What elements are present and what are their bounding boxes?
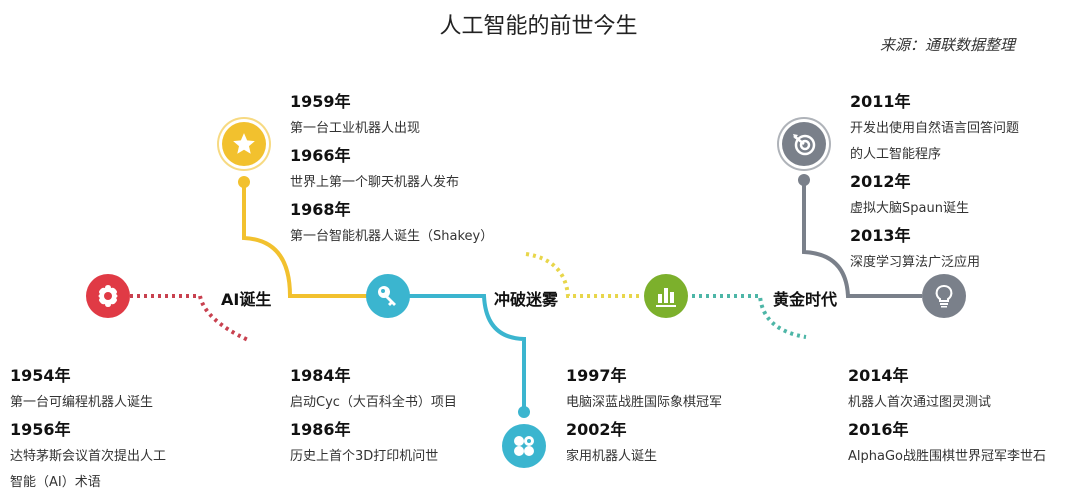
yellow-dot <box>238 176 250 188</box>
event-year: 2002年 <box>566 420 627 439</box>
page-title: 人工智能的前世今生 <box>439 14 638 39</box>
source-note: 来源：通联数据整理 <box>879 36 1015 54</box>
event-year: 2014年 <box>848 366 909 385</box>
phase-label-breakthrough: 冲破迷雾 <box>494 290 559 309</box>
yellow-dotted-connector <box>525 252 640 298</box>
event-desc: 开发出使用自然语言回答问题 <box>850 121 1020 136</box>
event-year: 1954年 <box>10 366 71 385</box>
event-group-2010s-b: 2014年 机器人首次通过图灵测试 2016年 AlphaGo战胜围棋世界冠军李… <box>848 362 1046 470</box>
event-desc: 世界上第一个聊天机器人发布 <box>290 175 460 190</box>
event-group-1950s: 1954年 第一台可编程机器人诞生 1956年 达特茅斯会议首次提出人工 智能（… <box>10 362 166 496</box>
gear-icon <box>86 274 130 318</box>
event-desc: 第一台工业机器人出现 <box>290 121 421 136</box>
event-year: 1984年 <box>290 366 351 385</box>
event-desc: 第一台可编程机器人诞生 <box>10 395 154 410</box>
event-year: 1997年 <box>566 366 627 385</box>
event-desc: 达特茅斯会议首次提出人工 <box>10 449 167 464</box>
event-desc: 虚拟大脑Spaun诞生 <box>850 201 969 216</box>
gray-dot <box>798 174 810 186</box>
event-desc: 第一台智能机器人诞生（Shakey） <box>290 229 494 244</box>
event-year: 1956年 <box>10 420 71 439</box>
event-group-2010s-a: 2011年 开发出使用自然语言回答问题 的人工智能程序 2012年 虚拟大脑Sp… <box>850 88 1019 276</box>
yellow-connector <box>242 185 370 298</box>
target-icon <box>782 122 826 166</box>
event-group-1990s: 1997年 电脑深蓝战胜国际象棋冠军 2002年 家用机器人诞生 <box>566 362 722 470</box>
event-desc: 历史上首个3D打印机问世 <box>290 449 439 464</box>
event-desc: 的人工智能程序 <box>850 147 942 162</box>
event-desc: AlphaGo战胜围棋世界冠军李世石 <box>848 449 1046 464</box>
event-group-1960s: 1959年 第一台工业机器人出现 1966年 世界上第一个聊天机器人发布 196… <box>290 88 493 250</box>
event-year: 2011年 <box>850 92 911 111</box>
event-desc: 家用机器人诞生 <box>566 449 658 464</box>
key-icon <box>366 274 410 318</box>
event-group-1980s: 1984年 启动Cyc（大百科全书）项目 1986年 历史上首个3D打印机问世 <box>290 362 457 470</box>
red-dotted-connector <box>130 294 249 342</box>
event-desc: 电脑深蓝战胜国际象棋冠军 <box>566 395 723 410</box>
event-desc: 机器人首次通过图灵测试 <box>848 395 992 410</box>
blue-dot <box>518 406 530 418</box>
phase-label-ai-birth: AI诞生 <box>221 290 272 309</box>
event-year: 1966年 <box>290 146 351 165</box>
gray-connector <box>802 185 922 298</box>
event-year: 2013年 <box>850 226 911 245</box>
event-year: 1968年 <box>290 200 351 219</box>
star-icon <box>222 122 266 166</box>
event-year: 2016年 <box>848 420 909 439</box>
event-year: 2012年 <box>850 172 911 191</box>
lightbulb-icon <box>922 274 966 318</box>
phase-label-golden-age: 黄金时代 <box>773 290 838 309</box>
clover-icon <box>502 424 546 468</box>
event-year: 1986年 <box>290 420 351 439</box>
bar-chart-icon <box>644 274 688 318</box>
blue-connector <box>408 294 526 408</box>
event-year: 1959年 <box>290 92 351 111</box>
event-desc: 智能（AI）术语 <box>10 475 101 490</box>
event-desc: 启动Cyc（大百科全书）项目 <box>290 395 457 410</box>
event-desc: 深度学习算法广泛应用 <box>850 255 981 270</box>
